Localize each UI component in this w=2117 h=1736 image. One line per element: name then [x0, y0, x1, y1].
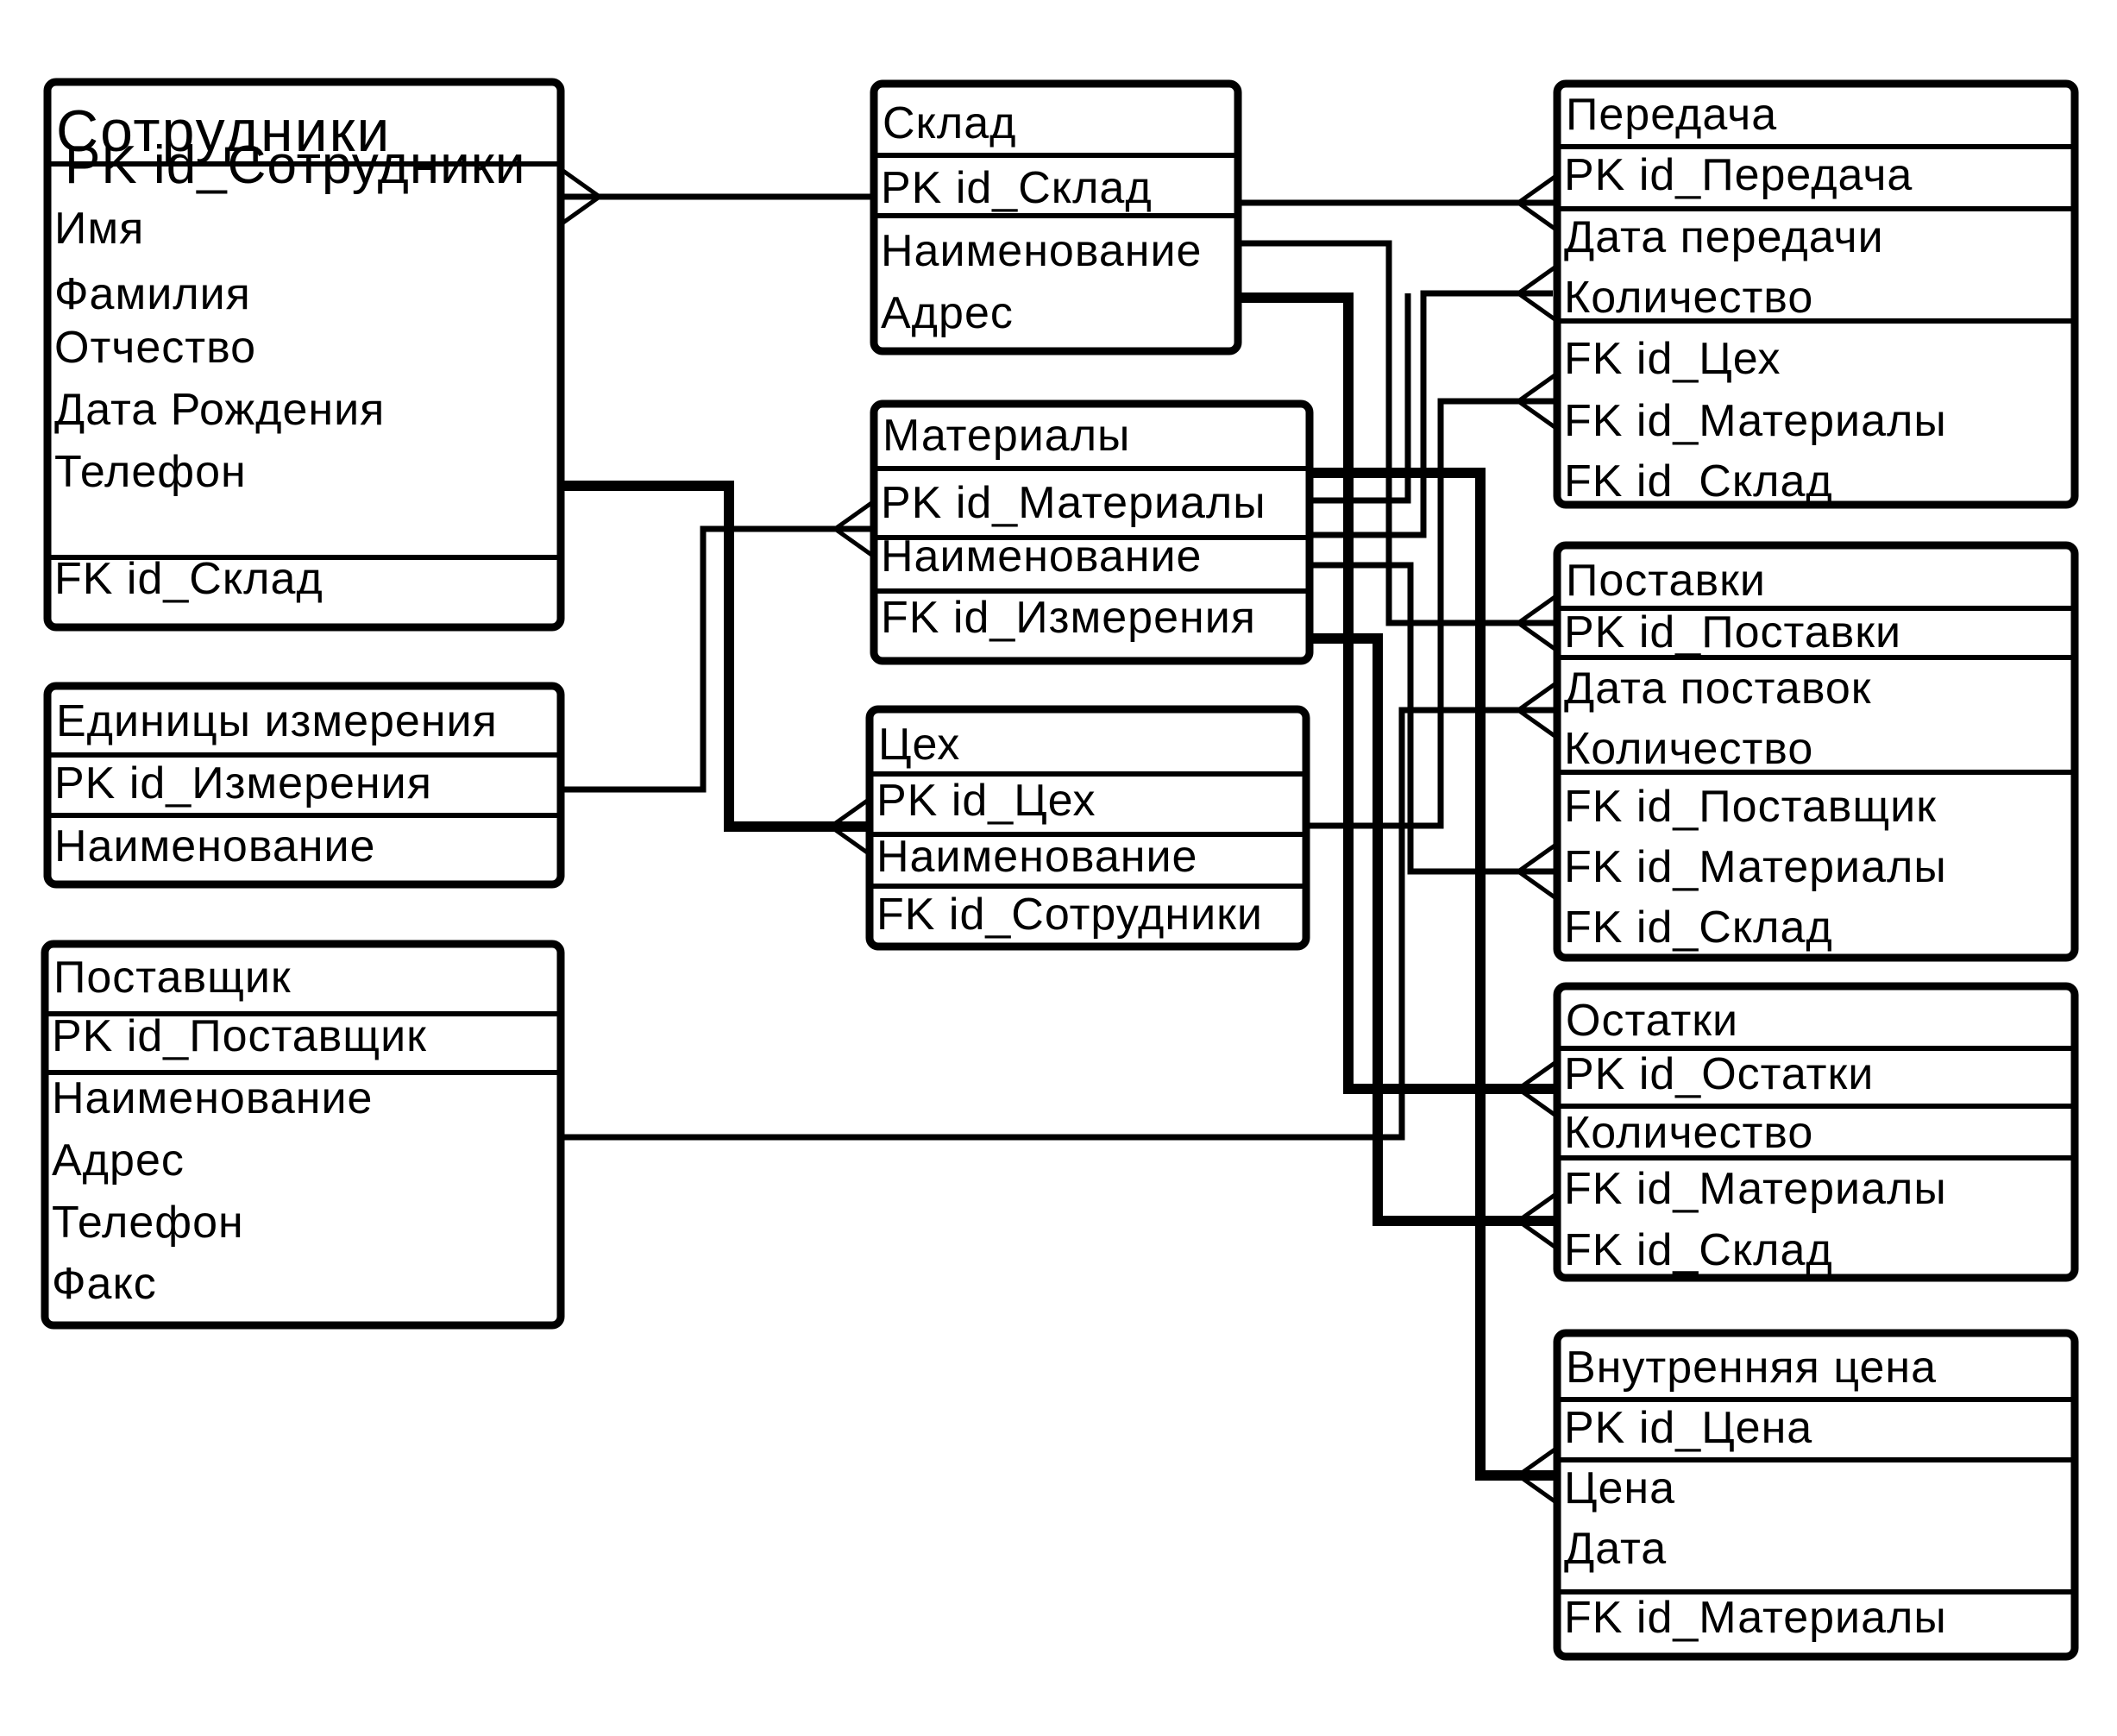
crows-foot-icon [1514, 1059, 1559, 1119]
entity-attribute: FK id_Материалы [1564, 1164, 1947, 1214]
relationship-lines [559, 167, 1559, 1506]
entity-box [43, 682, 565, 889]
entity-box [1553, 982, 2079, 1282]
entity-attribute: PK id_Передача [1564, 150, 1913, 200]
entity-attribute: Дата Рождения [54, 385, 385, 435]
entity-attribute: FK id_Материалы [1564, 396, 1947, 446]
entity-units: Единицы измерения PK id_ИзмеренияНаименов… [43, 682, 565, 889]
entity-attribute: Фамилия [54, 269, 251, 319]
entity-attribute: Количество [1564, 724, 1813, 774]
entity-title: Склад [883, 98, 1017, 148]
crows-foot-icon [559, 167, 604, 227]
entity-title: Остатки [1566, 996, 1738, 1046]
entity-attribute: Дата поставок [1564, 664, 1872, 714]
rel-warehouse-remains [1238, 292, 1557, 1094]
crows-foot-icon [1514, 371, 1559, 431]
entity-attribute: Дата передачи [1564, 212, 1884, 262]
crows-foot-icon [1514, 1445, 1559, 1506]
entity-box [41, 940, 565, 1330]
entity-supplier: Поставщик PK id_ПоставщикНаименованиеАдре… [41, 940, 565, 1330]
entity-attribute: PK id_Сотрудники [65, 135, 526, 195]
entity-box [1553, 1329, 2079, 1661]
entity-title: Поставки [1566, 556, 1766, 606]
rel-workshop-transfer [1306, 398, 1557, 829]
entity-attribute: PK id_Цена [1564, 1403, 1812, 1453]
rel-employees-workshop [561, 481, 870, 832]
crows-foot-icon [1514, 1191, 1559, 1251]
entity-attribute: PK id_Остатки [1564, 1049, 1874, 1099]
entity-attribute: Наименование [881, 226, 1202, 276]
entity-title: Цех [878, 720, 960, 770]
entity-attribute: FK id_Поставщик [1564, 782, 1937, 832]
entity-attribute: PK id_Измерения [54, 758, 432, 808]
crows-foot-icon [1514, 263, 1559, 324]
entity-attribute: Наименование [54, 821, 375, 871]
entity-attribute: PK id_Склад [881, 163, 1153, 213]
crows-foot-icon [1514, 593, 1559, 653]
entity-attribute: Наименование [881, 531, 1202, 582]
entity-attribute: FK id_Материалы [1564, 842, 1947, 892]
entity-title: Поставщик [53, 953, 292, 1003]
entity-attribute: FK id_Склад [54, 554, 324, 604]
entity-attribute: FK id_Цех [1564, 334, 1781, 384]
rel-units-materials [561, 525, 874, 793]
entity-attribute: Адрес [52, 1135, 185, 1186]
entity-attribute: FK id_Склад [1564, 456, 1833, 506]
rel-supplier-deliveries [561, 707, 1557, 1141]
entity-attribute: Наименование [52, 1073, 373, 1123]
entity-box [43, 78, 565, 632]
crows-foot-icon [826, 796, 871, 857]
entity-attribute: Дата [1564, 1524, 1667, 1574]
entity-attribute: FK id_Материалы [1564, 1593, 1947, 1643]
entity-attribute: PK id_Поставки [1564, 607, 1901, 657]
entity-attribute: Количество [1564, 273, 1813, 323]
entity-attribute: Отчество [54, 323, 256, 373]
entity-attribute: Имя [54, 204, 144, 254]
entity-attribute: Цена [1564, 1463, 1675, 1513]
entity-box [1553, 79, 2079, 509]
rel-materials-remains [1310, 633, 1557, 1226]
rel-materials-transfer [1310, 290, 1553, 538]
entity-attribute: FK id_Склад [1564, 1225, 1833, 1275]
entity-attribute: PK id_Материалы [881, 478, 1266, 528]
crows-foot-icon [1514, 841, 1559, 902]
entity-attribute: Телефон [52, 1198, 244, 1248]
rel-warehouse-deliveries [1238, 240, 1557, 626]
entity-attribute: PK id_Цех [876, 776, 1096, 826]
rel-materials-transfer-qty [1310, 293, 1411, 504]
entity-title: Сотрудники [56, 98, 391, 164]
entity-title: Внутренняя цена [1566, 1343, 1937, 1393]
entity-attribute: Телефон [54, 447, 247, 497]
crows-foot-icon [831, 499, 876, 559]
entity-attribute: PK id_Поставщик [52, 1011, 427, 1061]
rel-materials-deliveries [1310, 562, 1557, 875]
entity-attribute: FK id_Склад [1564, 903, 1833, 953]
crows-foot-icon [1514, 680, 1559, 740]
entity-attribute: Адрес [881, 288, 1014, 338]
entity-attribute: FK id_Сотрудники [876, 890, 1263, 940]
entity-box [1553, 541, 2079, 962]
entity-attribute: Факс [52, 1259, 157, 1309]
entity-title: Передача [1566, 90, 1777, 140]
entity-attribute: Количество [1564, 1108, 1813, 1158]
entity-attribute: FK id_Измерения [881, 593, 1256, 643]
crows-foot-icon [1514, 173, 1559, 233]
entity-title: Материалы [883, 411, 1130, 461]
entity-attribute: Наименование [876, 832, 1197, 882]
entity-title: Единицы измерения [56, 696, 498, 746]
